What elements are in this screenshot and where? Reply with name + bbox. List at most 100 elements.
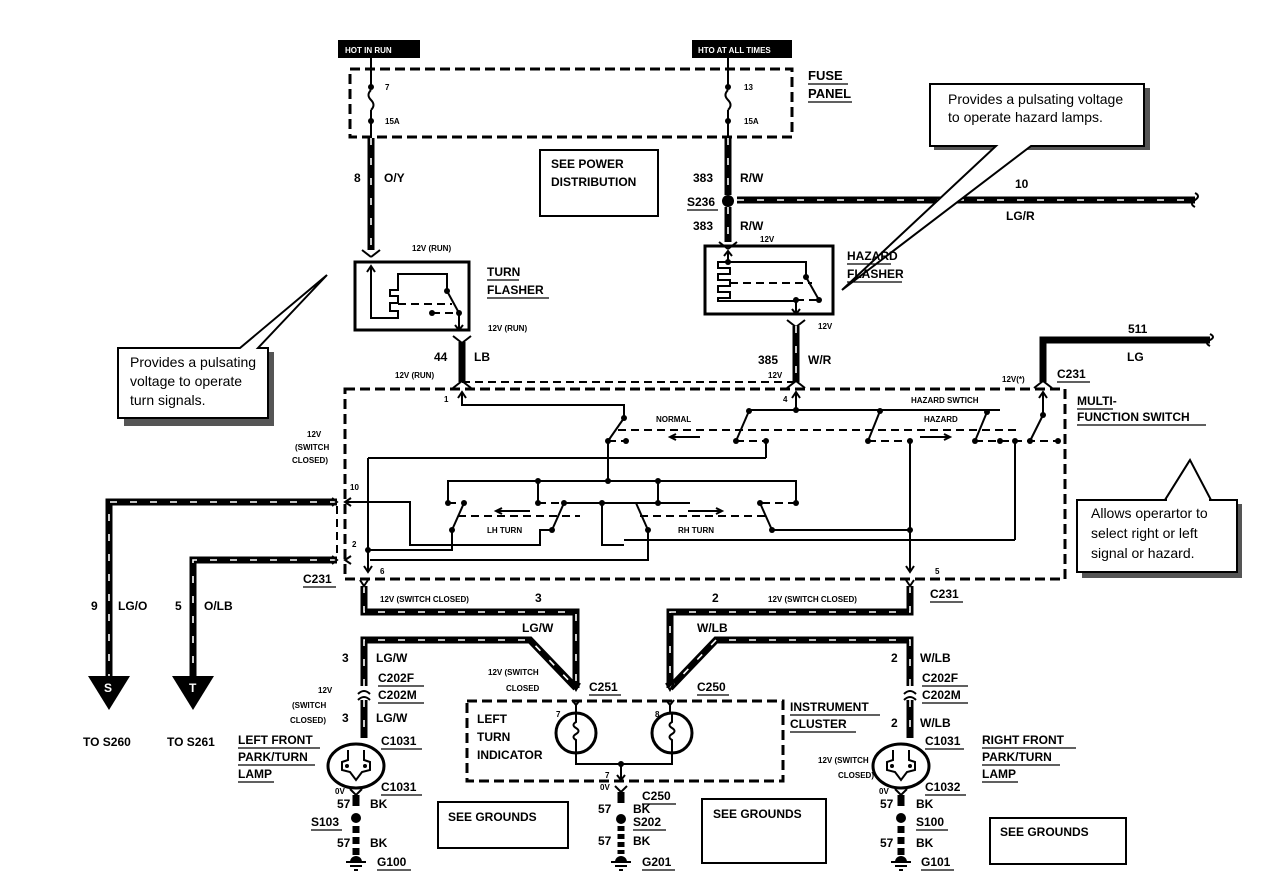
connector-label: C1031 <box>381 780 417 794</box>
see-grounds-box-2 <box>701 798 827 864</box>
wire-color: W/R <box>808 353 832 367</box>
see-grounds-box-1 <box>437 801 569 849</box>
wire-color: O/LB <box>204 599 233 613</box>
wire-9: 9 LG/O <box>91 497 339 685</box>
wire-3-output: 12V (SWITCH CLOSED) 3 LG/W <box>359 579 580 688</box>
off-page-destination: TO S261 <box>167 735 215 749</box>
wire-color: W/LB <box>920 716 951 730</box>
off-page-destination: TO S260 <box>83 735 131 749</box>
voltage-label: 12V (RUN) <box>395 371 434 380</box>
see-grounds-box-3 <box>989 817 1127 865</box>
wire-color: BK <box>916 797 934 811</box>
wire-circuit: 2 <box>891 716 898 730</box>
see-grounds-text: SEE GROUNDS <box>713 807 802 821</box>
voltage-label: 0V <box>879 787 889 796</box>
fuse-rating: 15A <box>744 117 759 126</box>
ground-label: G100 <box>377 855 407 869</box>
right-turn-indicator-bulb: 8 <box>650 699 694 755</box>
right-lamp-label: RIGHT FRONT <box>982 733 1065 747</box>
hazard-switch-label: HAZARD SWTICH <box>911 396 979 405</box>
right-lamp-label-2: PARK/TURN <box>982 750 1052 764</box>
wire-circuit: 511 <box>1128 322 1148 336</box>
left-turn-indicator-bulb: 7 <box>554 699 598 755</box>
multifunction-switch-internals: 1 NORMAL 4 <box>343 390 1061 576</box>
wire-color: LG/W <box>522 621 554 635</box>
multifunction-switch-label-2: FUNCTION SWITCH <box>1077 410 1190 424</box>
normal-label: NORMAL <box>656 415 691 424</box>
voltage-label: 12V <box>318 686 333 695</box>
hot-in-run-text: HOT IN RUN <box>345 46 392 55</box>
voltage-label: 12V <box>818 322 833 331</box>
callout-text: turn signals. <box>130 392 205 408</box>
callout-text: Provides a pulsating voltage <box>948 91 1123 107</box>
wire-383: 383 R/W S236 383 R/W <box>687 138 764 242</box>
wire-circuit: 383 <box>693 171 713 185</box>
fuse-rating: 15A <box>385 117 400 126</box>
hot-in-run-label: HOT IN RUN <box>338 40 420 58</box>
voltage-label: (SWITCH <box>295 443 329 452</box>
connector-label: C231 <box>930 587 959 601</box>
ground-label: G201 <box>642 855 672 869</box>
wire-color: BK <box>370 797 388 811</box>
hazard-flasher: 12V 12V <box>703 235 835 331</box>
voltage-label: CLOSED) <box>290 716 326 725</box>
pin-label: 3 <box>535 591 542 605</box>
splice-label: S100 <box>916 815 944 829</box>
wire-color: LB <box>474 350 490 364</box>
wire-circuit: 2 <box>891 651 898 665</box>
voltage-label: 0V <box>600 783 610 792</box>
ground-label: G101 <box>921 855 951 869</box>
off-page-letter: T <box>189 681 197 695</box>
voltage-label: CLOSED) <box>838 771 874 780</box>
wire-circuit: 57 <box>598 802 612 816</box>
wire-2-output: 12V (SWITCH CLOSED) 2 W/LB <box>666 579 915 688</box>
multifunction-callout: Allows operartor to select right or left… <box>1076 457 1242 578</box>
rh-turn-label: RH TURN <box>678 526 714 535</box>
hazard-flasher-label: HAZARD <box>847 249 898 263</box>
left-indicator-label: TURN <box>477 730 510 744</box>
connector-label: C231 <box>303 572 332 586</box>
right-lamp-label-3: LAMP <box>982 767 1016 781</box>
pin-label: 7 <box>556 710 561 719</box>
pin-label: 2 <box>712 591 719 605</box>
wire-color: BK <box>633 834 651 848</box>
fuse-13: 13 15A <box>724 58 759 140</box>
pin-label: 10 <box>350 483 359 492</box>
voltage-label: (SWITCH <box>292 701 326 710</box>
wire-color: BK <box>633 802 651 816</box>
wire-circuit: 8 <box>354 171 361 185</box>
turn-flasher-label: TURN <box>487 265 520 279</box>
fuse-panel-label-2: PANEL <box>808 86 851 101</box>
connector-label: C202M <box>922 688 961 702</box>
hot-at-all-times-label: HTO AT ALL TIMES <box>692 40 792 58</box>
connector-label: C250 <box>697 680 726 694</box>
multifunction-switch-box <box>343 387 1067 581</box>
wire-color: BK <box>916 836 934 850</box>
pin-label: 8 <box>655 710 660 719</box>
pin-label: 5 <box>935 567 940 576</box>
turn-callout: Provides a pulsating voltage to operate … <box>117 274 328 426</box>
wire-color: LG <box>1127 350 1144 364</box>
fuse-panel-box <box>348 67 794 139</box>
connector-label: C1031 <box>381 734 417 748</box>
splice-label: S236 <box>687 195 715 209</box>
left-lamp-label: LEFT FRONT <box>238 733 313 747</box>
lh-turn-label: LH TURN <box>487 526 522 535</box>
fuse-panel-label: FUSE <box>808 68 843 83</box>
left-indicator-label: LEFT <box>477 712 508 726</box>
voltage-label: 12V <box>768 371 783 380</box>
voltage-label: 12V <box>760 235 775 244</box>
connector-label: C202F <box>378 671 414 685</box>
wire-color: R/W <box>740 219 764 233</box>
wire-circuit: 10 <box>1015 177 1029 191</box>
hazard-label: HAZARD <box>924 415 958 424</box>
voltage-label: 12V (RUN) <box>412 244 451 253</box>
voltage-label: 12V (SWITCH <box>488 668 539 677</box>
pin-label: 4 <box>783 395 788 404</box>
wire-color: LG/O <box>118 599 147 613</box>
wire-385: 385 W/R 12V <box>758 319 832 389</box>
off-page-connector-t: T TO S261 <box>167 676 215 749</box>
cluster-ground: 0V C250 57 BK S202 57 BK G201 <box>598 783 676 871</box>
instrument-cluster-box <box>465 699 785 783</box>
